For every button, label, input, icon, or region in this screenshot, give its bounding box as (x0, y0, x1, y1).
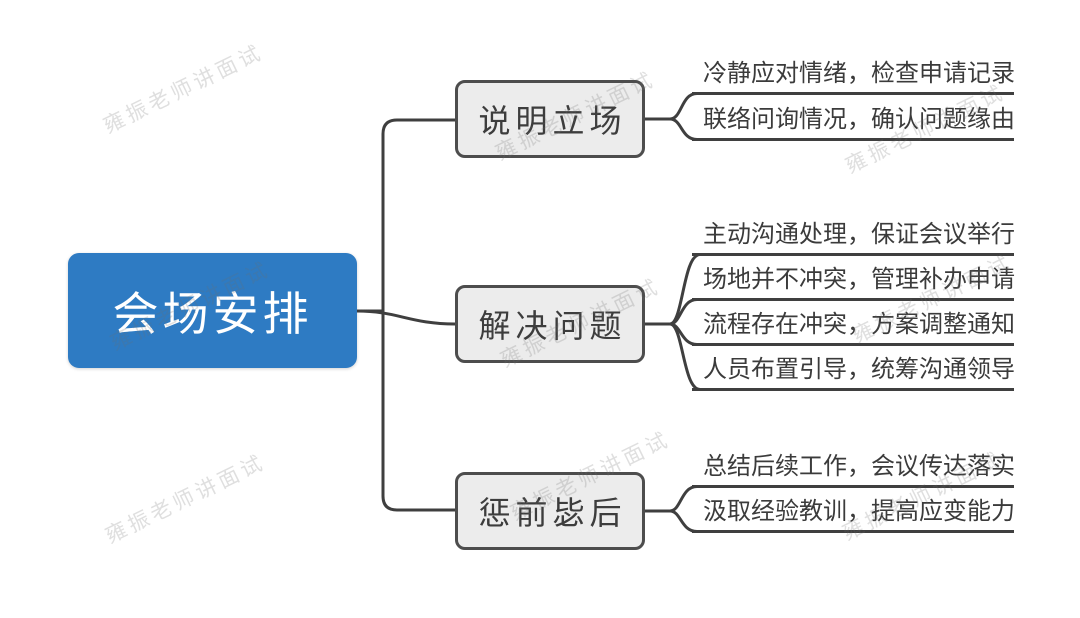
branch-node-label: 解决问题 (478, 308, 627, 344)
branch-node-label: 惩前毖后 (478, 495, 627, 531)
leaf-topic[interactable]: 汲取经验教训，提高应变能力 (692, 496, 1015, 533)
branch-node-solve-problem[interactable]: 解决问题 (455, 285, 645, 363)
leaf-topic[interactable]: 联络问询情况，确认问题缘由 (692, 104, 1015, 141)
leaf-topic[interactable]: 流程存在冲突，方案调整通知 (692, 309, 1015, 346)
leaf-topic[interactable]: 主动沟通处理，保证会议举行 (692, 219, 1015, 256)
branch-node-learn-lessons[interactable]: 惩前毖后 (455, 472, 645, 550)
branch-node-label: 说明立场 (478, 103, 627, 139)
leaf-topic[interactable]: 总结后续工作，会议传达落实 (692, 451, 1015, 488)
root-node-venue-arrangement[interactable]: 会场安排 (68, 253, 357, 368)
branch-node-state-position[interactable]: 说明立场 (455, 80, 645, 158)
root-node-label: 会场安排 (112, 287, 313, 340)
leaf-topic[interactable]: 冷静应对情绪，检查申请记录 (692, 58, 1015, 95)
leaf-topic[interactable]: 场地并不冲突，管理补办申请 (692, 264, 1015, 301)
leaf-topic[interactable]: 人员布置引导，统筹沟通领导 (692, 354, 1015, 391)
